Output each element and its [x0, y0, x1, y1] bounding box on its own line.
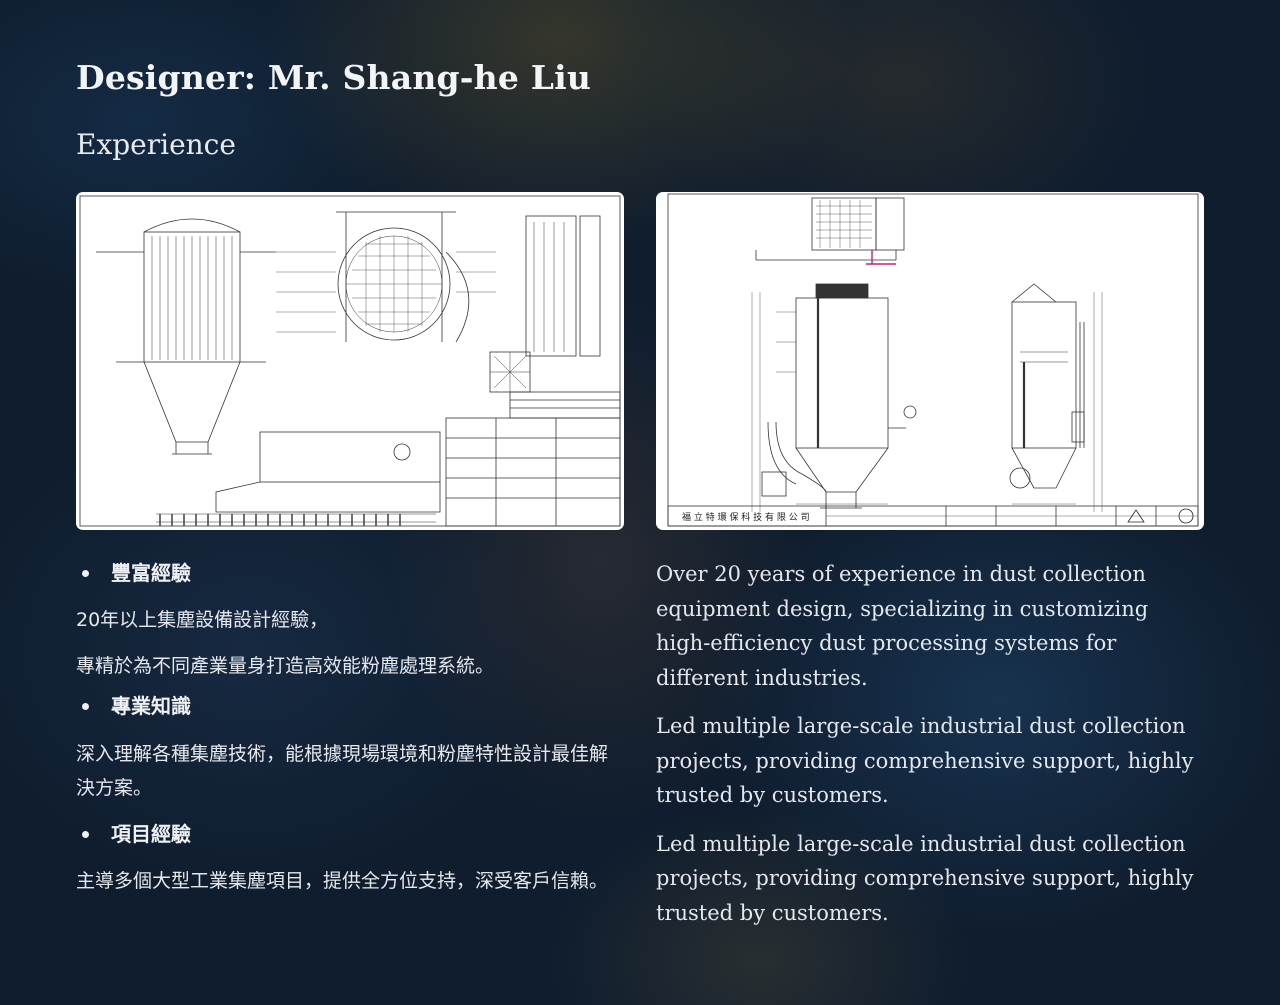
rich-experience-line-1: 20年以上集塵設備設計經驗， — [76, 609, 329, 631]
bullet-rich-experience: 豐富經驗 — [76, 558, 624, 588]
section-subtitle: Experience — [76, 128, 236, 161]
english-paragraph-3: Led multiple large-scale industrial dust… — [656, 831, 1194, 925]
engineering-drawing-baghouse-icon — [79, 195, 621, 527]
company-stamp-text: 福 立 特 環 保 科 技 有 限 公 司 — [682, 511, 810, 523]
rich-experience-line-2: 專精於為不同產業量身打造高效能粉塵處理系統。 — [76, 655, 495, 677]
english-paragraph-2: Led multiple large-scale industrial dust… — [656, 714, 1194, 807]
bullet-expertise: 專業知識 — [76, 691, 624, 721]
page-title: Designer: Mr. Shang-he Liu — [76, 58, 592, 97]
english-paragraph-1: Over 20 years of experience in dust coll… — [656, 562, 1149, 690]
experience-list-en: Over 20 years of experience in dust coll… — [656, 557, 1204, 930]
experience-list-zh: 豐富經驗 20年以上集塵設備設計經驗， 專精於為不同產業量身打造高效能粉塵處理系… — [76, 558, 624, 898]
warning-triangle-icon — [1127, 509, 1145, 523]
project-experience-text: 主導多個大型工業集塵項目，提供全方位支持，深受客戶信賴。 — [76, 870, 609, 892]
bullet-project-experience: 項目經驗 — [76, 819, 624, 849]
projection-symbol-icon — [1178, 508, 1194, 524]
engineering-drawing-dust-collector-icon: 福 立 特 環 保 科 技 有 限 公 司 — [667, 193, 1199, 527]
dust-collector-drawing-image: 福 立 特 環 保 科 技 有 限 公 司 — [656, 192, 1204, 530]
baghouse-drawing-image — [76, 192, 624, 530]
expertise-text: 深入理解各種集塵技術，能根據現場環境和粉塵特性設計最佳解決方案。 — [76, 743, 609, 799]
